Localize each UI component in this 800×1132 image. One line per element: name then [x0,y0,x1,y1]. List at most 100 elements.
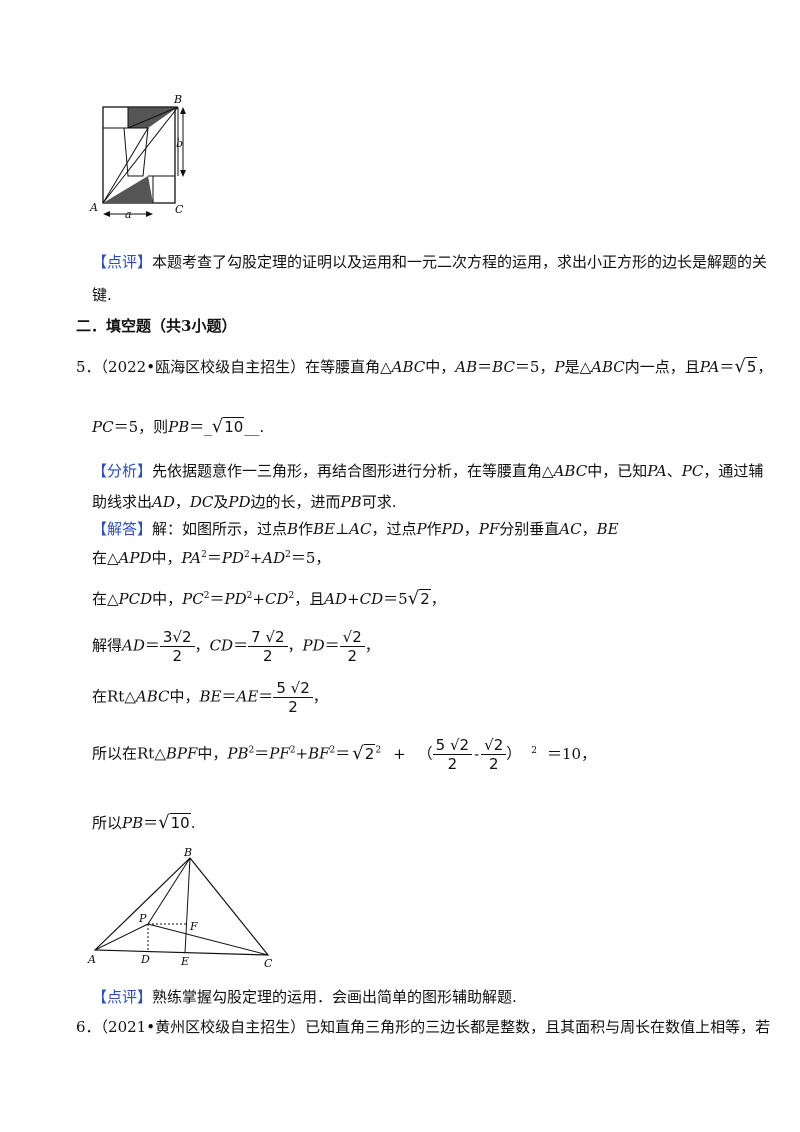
analysis-line1: 【分析】先依据题意作一三角形，再结合图形进行分析，在等腰直角△ABC中，已知PA… [92,460,763,481]
answer-text: ＝ [233,636,249,655]
analysis-var: ABC [553,462,588,480]
answer-var: BE [313,520,336,538]
q5-var: AB [455,358,478,376]
q6-text: 已知直角三角形的三边长都是整数，且其面积与周长在数值上相等，若 [305,1018,771,1036]
answer-text: + [295,744,309,763]
answer-var: PF [269,744,290,763]
answer-tag: 【解答】 [92,520,153,538]
answer-text: + [347,590,360,608]
exponent: 2 [248,745,255,756]
answer-var: PC [182,590,204,608]
q5-text: ＝5，则 [113,418,169,436]
answer-var: CD [209,636,234,655]
q5-text: ＝5， [514,358,555,376]
analysis-var: DC [189,493,214,511]
q5-text: ＝ [477,358,493,376]
answer-var: BF [308,744,330,763]
answer-text: 在△ [92,590,119,608]
denominator: 2 [347,647,357,665]
exponent: 2 [246,591,253,601]
sqrt-5: √5 [734,356,758,377]
answer-text: ⊥ [335,520,350,538]
sqrt-10-answer: √10 [211,416,245,437]
coef: 7 [251,628,261,646]
exponent: 2 [203,591,210,601]
analysis-var: PC [681,462,704,480]
review1-text: 本题考查了勾股定理的证明以及运用和一元二次方程的运用，求出小正方形的边长是解题的… [152,253,768,271]
answer-text: 在Rt△ [92,687,136,706]
analysis-line2: 助线求出AD，DC及PD边的长，进而PB可求. [92,491,396,512]
fig1-label-a: a [125,208,132,221]
q5-text: 是△ [564,358,592,376]
answer-var: AD [262,549,286,567]
coef: 3 [162,628,173,646]
analysis-tag: 【分析】 [92,462,153,480]
answer-var: AC [349,520,372,538]
answer-text: ＝ [209,590,225,608]
q5-var: PA [699,358,720,376]
review1-line1: 【点评】本题考查了勾股定理的证明以及运用和一元二次方程的运用，求出小正方形的边长… [92,251,767,272]
q5-text: 在等腰直角△ [305,358,392,376]
analysis-var: PB [340,493,362,511]
review2-text: 熟练掌握勾股定理的运用．会画出简单的图形辅助解题. [152,988,517,1006]
q5-var: ABC [391,358,426,376]
analysis-text: 先依据题意作一三角形，再结合图形进行分析，在等腰直角△ [152,462,554,480]
sqrt-value: 2 [419,589,431,608]
answer-var: APD [118,549,152,567]
sqrt-value: 5 [745,357,758,376]
q5-var: PB [168,418,190,436]
answer-var: B [287,520,299,538]
operator: - [474,744,480,763]
answer-var: BPF [165,744,198,763]
q5-var: PC [92,418,114,436]
sqrt-value: 10 [223,417,245,436]
q5-var: P [554,358,565,376]
exponent: 2 [201,550,207,560]
answer-var: AC [559,520,582,538]
denominator: 2 [447,755,458,773]
answer-text: . [190,814,196,832]
answer-text: 作 [426,520,442,538]
answer-text: ＝ [254,744,270,763]
answer-line7: 所以PB＝√10. [92,812,196,833]
q5-text: ＝ [189,418,205,436]
q5-stem-line1: 5．（2022•瓯海区校级自主招生）在等腰直角△ABC中，AB＝BC＝5，P是△… [76,356,773,377]
answer-blank: _ [204,418,212,436]
q5-stem-line2: PC＝5，则PB＝_√10__. [92,416,264,437]
answer-text: ＝ [335,744,351,763]
answer-text: 中， [197,744,228,763]
paren: （ [417,744,433,763]
sqrt-value: 2 [182,628,192,646]
answer-var: AD [122,636,145,655]
answer-text: + [249,549,263,567]
answer-text: ， [194,636,210,655]
fig2-label-C: C [264,957,273,970]
exponent: 2 [243,550,250,560]
denominator: 2 [488,755,499,773]
answer-line2: 在△APD中，PA2＝PD2+AD2＝5， [92,547,330,568]
figure-square-proof: B b A a C [89,93,186,221]
sqrt-value: 2 [363,743,376,763]
answer-text: 在△ [92,549,119,567]
q5-text: ＝ [719,358,735,376]
exponent: 2 [289,745,296,756]
answer-var: PF [478,520,500,538]
sqrt-value: 2 [300,679,310,697]
fig1-label-b: b [176,137,183,150]
q6-number: 6． [76,1018,101,1036]
exponent: 2 [329,745,336,756]
fig1-label-A: A [89,201,98,214]
review-tag: 【点评】 [92,988,153,1006]
answer-text: ＝ [143,814,159,832]
exponent: 2 [375,745,382,756]
analysis-text: ， [174,493,190,511]
answer-text: 中， [152,590,183,608]
sqrt-value: 2 [274,628,285,646]
answer-text: ， [287,636,303,655]
answer-text: ＝10， [547,744,597,763]
